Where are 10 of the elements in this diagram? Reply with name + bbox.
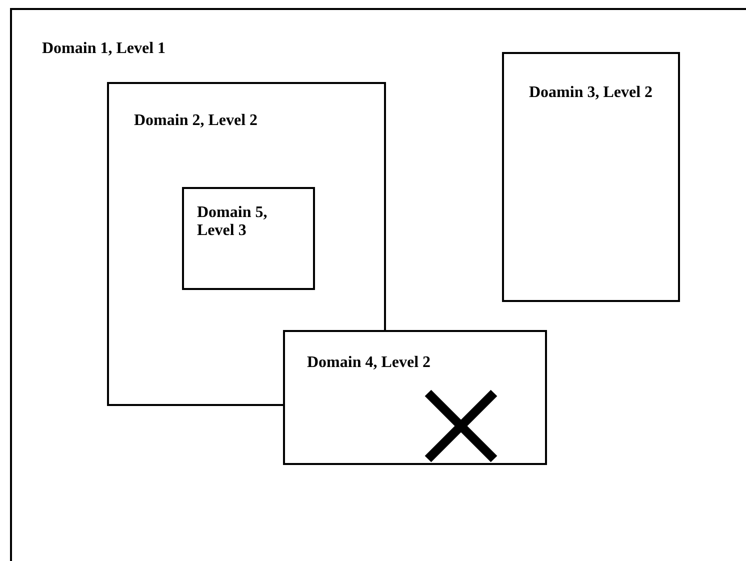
- domain-label: Domain 5, Level 3: [197, 204, 268, 240]
- outer-domain-box: [10, 8, 746, 561]
- domain-label: Doamin 3, Level 2: [529, 84, 654, 102]
- domain-label: Domain 2, Level 2: [134, 112, 259, 130]
- domain-box: [502, 52, 680, 302]
- domain-box: [283, 330, 547, 465]
- domain-label: Domain 4, Level 2: [307, 354, 432, 372]
- cross-mark: [424, 389, 498, 463]
- domain-box: [182, 187, 315, 290]
- domain-label: Domain 1, Level 1: [42, 40, 167, 58]
